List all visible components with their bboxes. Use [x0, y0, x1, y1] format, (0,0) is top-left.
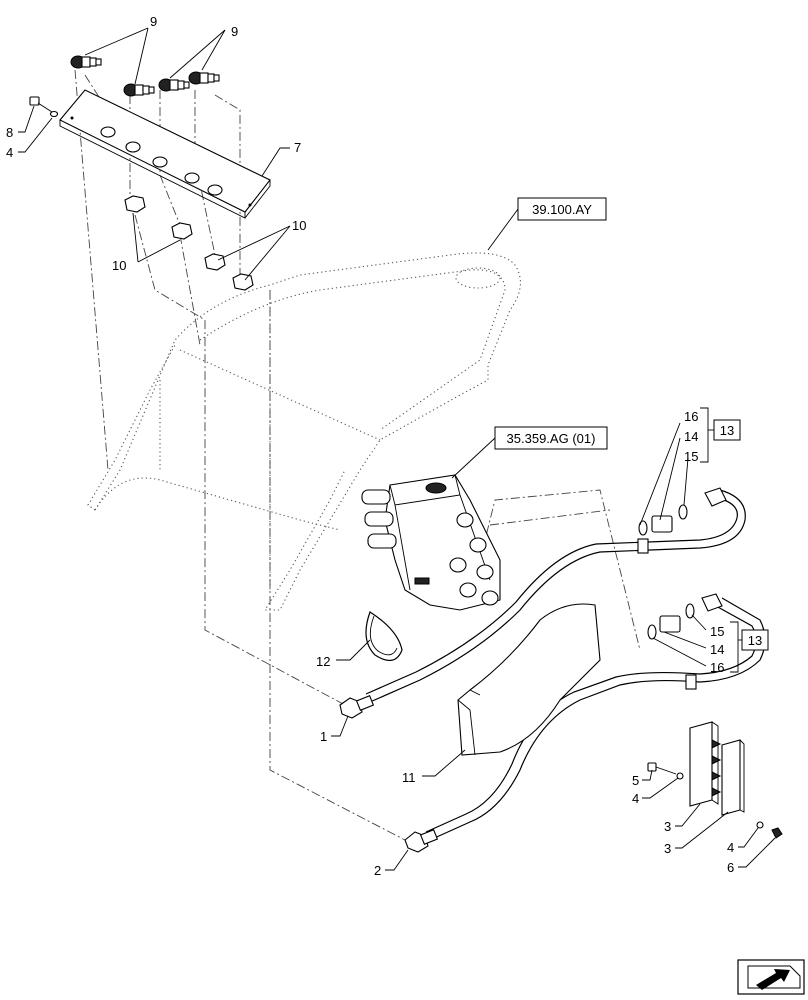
callout-10-right: 10 — [292, 218, 306, 233]
control-valve — [361, 474, 501, 611]
reference-label-valve: 35.359.AG (01) — [507, 431, 596, 446]
assembly-lines — [74, 69, 641, 841]
callout-4-low: 4 — [727, 840, 734, 855]
reference-box-valve[interactable]: 35.359.AG (01) — [494, 426, 608, 450]
loader-frame-outline — [87, 252, 521, 611]
group-ref-upper: 13 — [720, 423, 734, 438]
group-ref-lower: 13 — [748, 633, 762, 648]
reference-box-group-upper[interactable]: 13 — [713, 419, 741, 441]
bolt-and-washer-top — [29, 96, 59, 118]
callout-5: 5 — [632, 773, 639, 788]
upper-connector-set — [638, 487, 727, 536]
callout-7: 7 — [294, 140, 301, 155]
callout-16-upper: 16 — [684, 409, 698, 424]
callout-6: 6 — [727, 860, 734, 875]
callout-numbers: 9 9 8 4 7 10 10 16 14 15 15 14 16 12 1 1… — [6, 14, 734, 878]
callout-14-upper: 14 — [684, 429, 698, 444]
elbow-fitting-1 — [339, 695, 375, 719]
callout-3-lower: 3 — [664, 841, 671, 856]
hydraulic-hoses — [365, 489, 766, 841]
callout-8: 8 — [6, 125, 13, 140]
lower-connector-set — [647, 593, 723, 640]
mounting-plate — [59, 89, 271, 219]
next-page-arrow-icon[interactable] — [737, 959, 805, 995]
reference-box-group-lower[interactable]: 13 — [741, 629, 769, 651]
callout-16-lower: 16 — [710, 660, 724, 675]
reference-box-frame[interactable]: 39.100.AY — [517, 197, 607, 221]
callout-12: 12 — [316, 654, 330, 669]
callout-11: 11 — [402, 770, 416, 785]
lock-nuts — [124, 195, 254, 291]
callout-14-lower: 14 — [710, 642, 724, 657]
callout-10-left: 10 — [112, 258, 126, 273]
callout-9-left: 9 — [150, 14, 157, 29]
callout-9-right: 9 — [231, 24, 238, 39]
hose-clamp-assembly — [647, 721, 783, 839]
callout-15-lower: 15 — [710, 624, 724, 639]
callout-4-top: 4 — [6, 145, 13, 160]
quick-couplers — [70, 55, 220, 97]
callout-3-upper: 3 — [664, 819, 671, 834]
callout-2: 2 — [374, 863, 381, 878]
callout-4-mid: 4 — [632, 791, 639, 806]
elbow-fitting-2 — [404, 829, 439, 853]
reference-label-frame: 39.100.AY — [532, 202, 592, 217]
hose-clip — [365, 611, 403, 661]
leader-lines — [18, 27, 776, 871]
protective-sleeve — [457, 603, 601, 756]
callout-15-upper: 15 — [684, 449, 698, 464]
callout-1: 1 — [320, 729, 327, 744]
